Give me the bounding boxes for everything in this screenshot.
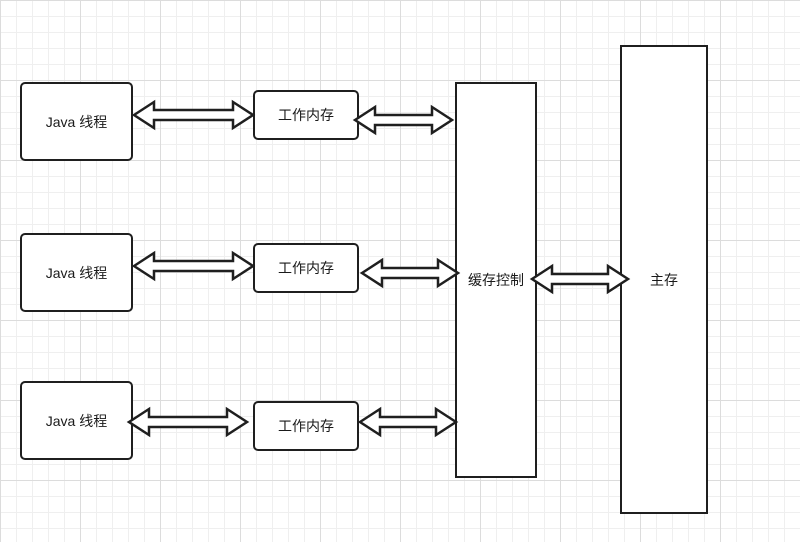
work-memory-box-3: 工作内存 [253, 401, 359, 451]
work-memory-label-3: 工作内存 [278, 418, 334, 434]
cache-control-box: 缓存控制 [455, 82, 537, 478]
arrow-memory-cache-2 [359, 257, 461, 289]
arrow-memory-cache-1 [352, 104, 455, 136]
arrow-thread-memory-2 [131, 250, 256, 282]
arrow-thread-memory-1 [131, 99, 256, 131]
java-thread-box-2: Java 线程 [20, 233, 133, 312]
arrow-cache-main [529, 263, 631, 295]
cache-control-label: 缓存控制 [468, 272, 524, 288]
work-memory-label-1: 工作内存 [278, 107, 334, 123]
main-memory-box: 主存 [620, 45, 708, 514]
java-thread-label-2: Java 线程 [45, 264, 108, 281]
java-thread-label-1: Java 线程 [45, 113, 108, 130]
arrow-thread-memory-3 [126, 406, 250, 438]
java-thread-label-3: Java 线程 [45, 412, 108, 429]
main-memory-label: 主存 [650, 271, 678, 288]
arrow-memory-cache-3 [357, 406, 459, 438]
work-memory-box-1: 工作内存 [253, 90, 359, 140]
java-thread-box-3: Java 线程 [20, 381, 133, 460]
java-thread-box-1: Java 线程 [20, 82, 133, 161]
work-memory-box-2: 工作内存 [253, 243, 359, 293]
work-memory-label-2: 工作内存 [278, 260, 334, 276]
